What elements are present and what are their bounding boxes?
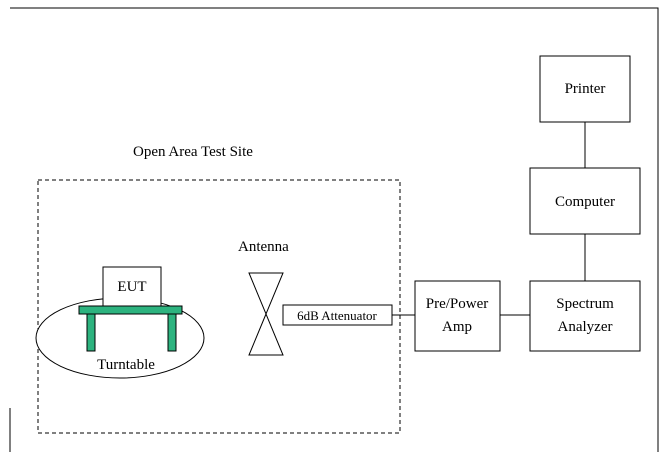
printer-label: Printer — [565, 81, 606, 97]
turntable-label: Turntable — [97, 357, 155, 373]
page-frame — [10, 7, 659, 452]
antenna-label: Antenna — [238, 239, 289, 255]
preamp-label-line1: Pre/Power — [426, 296, 489, 312]
preamp-box — [414, 280, 501, 352]
analyzer-label-line2: Analyzer — [558, 319, 613, 335]
computer-box — [529, 167, 641, 235]
printer-box — [539, 55, 631, 123]
table-leg-left — [86, 313, 96, 352]
antenna-element-bottom — [248, 312, 284, 356]
spectrum-analyzer-box — [529, 280, 641, 352]
attenuator-label: 6dB Attenuator — [297, 308, 377, 323]
computer-label: Computer — [555, 194, 615, 210]
eut-box — [102, 266, 162, 307]
test-site-label: Open Area Test Site — [133, 144, 253, 160]
table-leg-right — [167, 313, 177, 352]
eut-label: EUT — [117, 279, 146, 295]
antenna-element-top — [248, 272, 284, 316]
table-top — [78, 305, 183, 315]
analyzer-label-line1: Spectrum — [556, 296, 614, 312]
preamp-label-line2: Amp — [442, 319, 472, 335]
